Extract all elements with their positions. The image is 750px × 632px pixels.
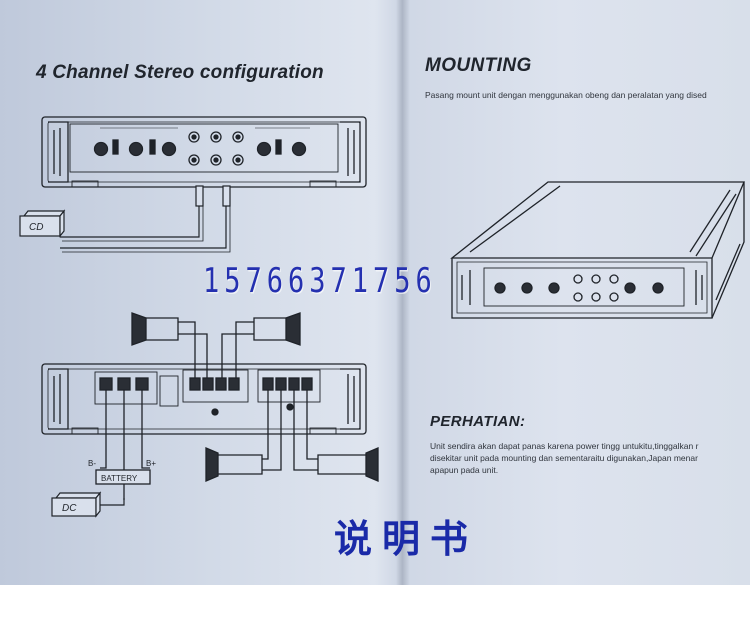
top-amplifier-panel xyxy=(41,116,367,188)
manual-spread: 4 Channel Stereo configuration MOUNTING … xyxy=(0,0,750,585)
attention-text: Unit sendira akan dapat panas karena pow… xyxy=(430,440,750,476)
attention-title: PERHATIAN: xyxy=(430,413,526,430)
cd-label: CD xyxy=(29,222,43,233)
battery-label: BATTERY xyxy=(101,474,138,483)
power-wiring xyxy=(95,390,151,500)
mounting-text: Pasang mount unit dengan menggunakan obe… xyxy=(425,90,707,100)
battery-minus-label: B- xyxy=(88,459,96,468)
front-speakers xyxy=(131,312,301,378)
page-fold xyxy=(396,0,410,585)
manual-caption: 说明书 xyxy=(334,517,479,561)
mounting-amplifier-illustration xyxy=(450,181,745,319)
left-page-title: 4 Channel Stereo configuration xyxy=(36,62,324,83)
bottom-amplifier-panel xyxy=(41,363,367,435)
wiring-diagrams: CD BATTERY DC B- B+ xyxy=(19,116,745,518)
rear-speakers xyxy=(205,390,379,482)
attention-line: Unit sendira akan dapat panas karena pow… xyxy=(430,441,699,451)
attention-line: apapun pada unit. xyxy=(430,465,499,475)
rca-cables xyxy=(60,185,231,253)
dc-label: DC xyxy=(62,503,77,514)
battery-plus-label: B+ xyxy=(146,459,156,468)
mounting-title: MOUNTING xyxy=(425,55,532,76)
cd-player-icon xyxy=(19,209,66,238)
attention-line: disekitar unit pada mounting dan sementa… xyxy=(430,453,698,463)
dc-box-icon xyxy=(51,491,125,518)
phone-number-watermark: 15766371756 xyxy=(203,262,437,301)
